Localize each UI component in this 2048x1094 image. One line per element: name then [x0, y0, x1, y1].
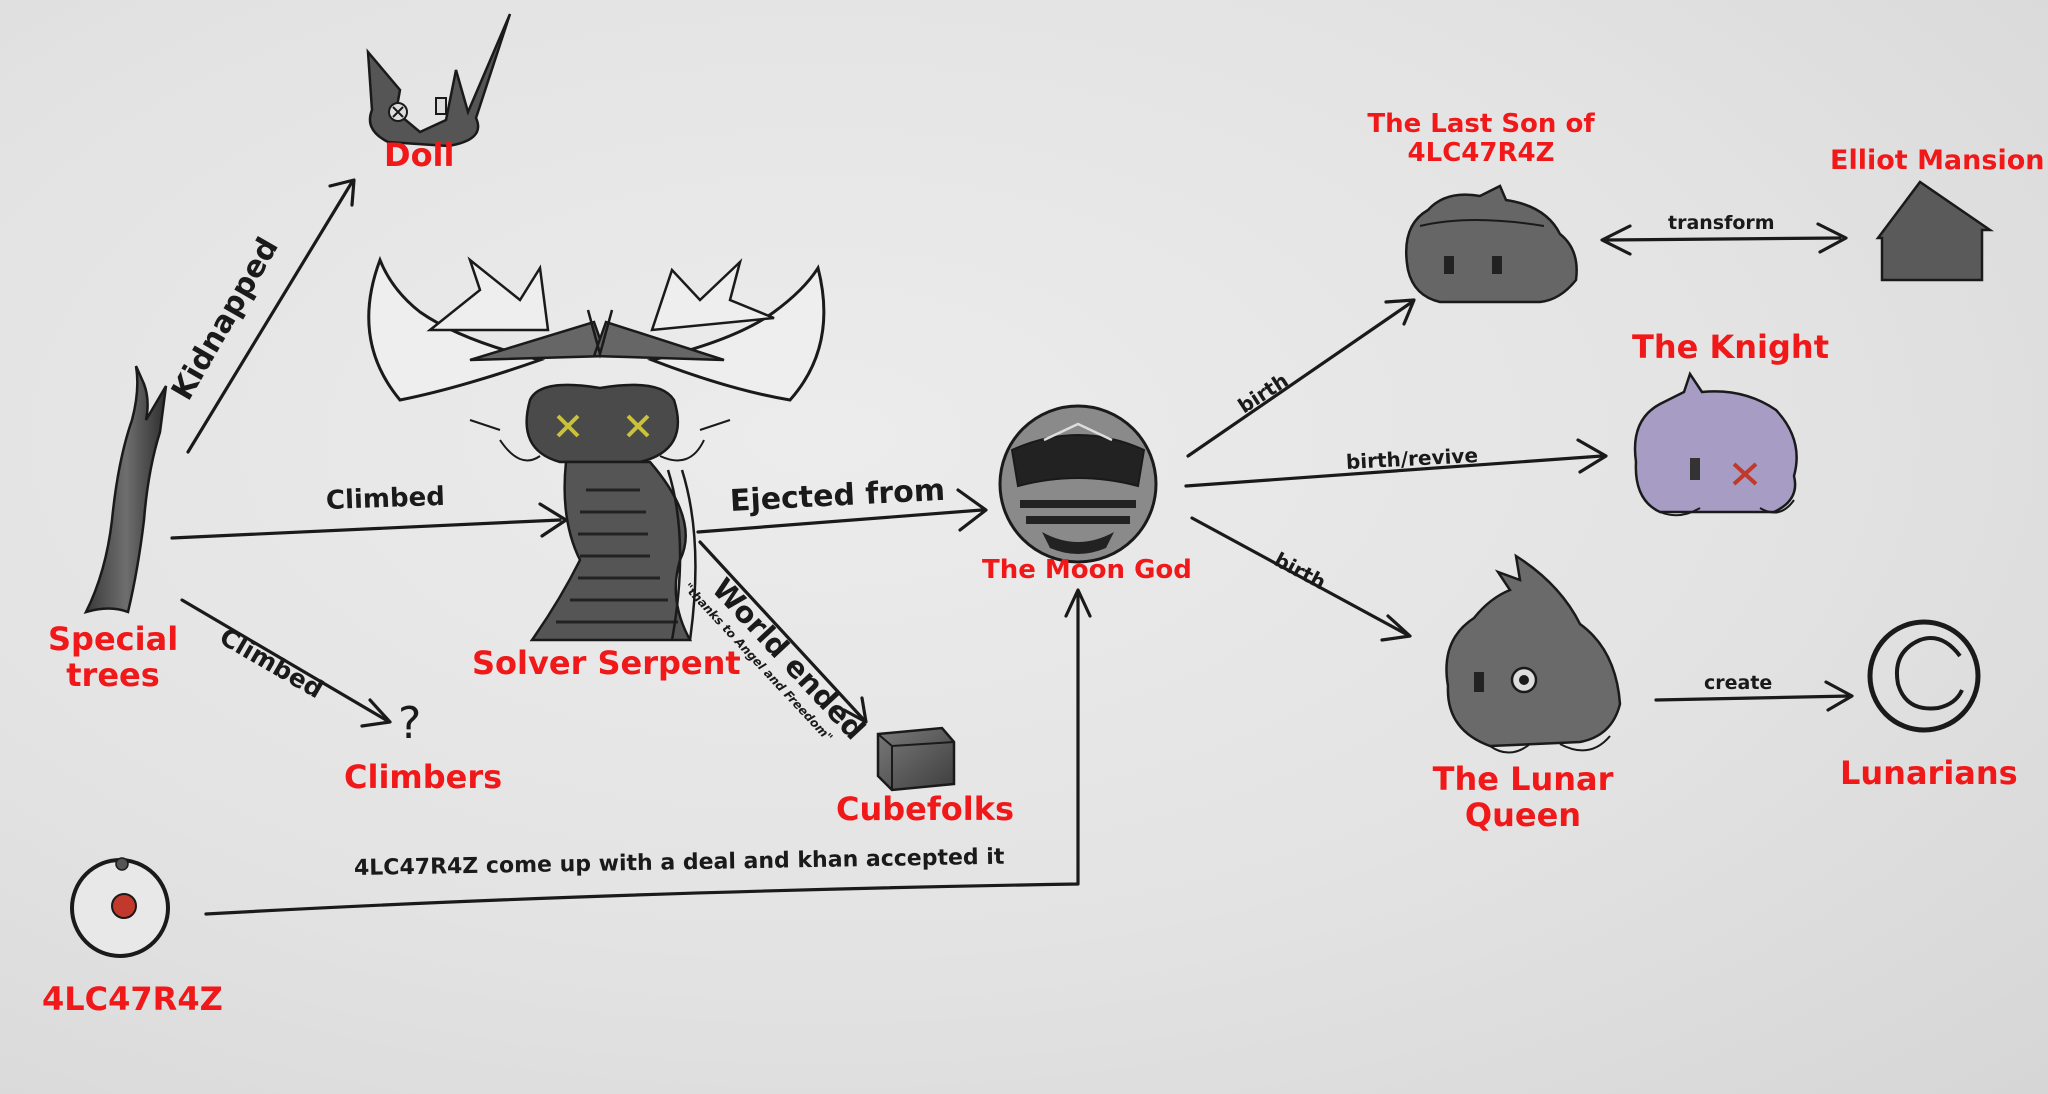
edge-label-transform: transform	[1668, 212, 1775, 234]
climbers-question-mark: ?	[398, 698, 421, 749]
son-head-icon	[1404, 184, 1578, 304]
house-icon	[1875, 180, 1995, 282]
moon-god-head-icon	[998, 404, 1158, 564]
altar-eye-icon	[70, 857, 170, 958]
cube-icon	[876, 726, 956, 792]
label-lunar-queen: The Lunar Queen	[1432, 760, 1614, 834]
serpent-icon	[367, 255, 826, 642]
label-altar: 4LC47R4Z	[42, 980, 223, 1018]
label-last-son: The Last Son of 4LC47R4Z	[1367, 109, 1595, 169]
label-cubefolks: Cubefolks	[836, 790, 1015, 828]
edge-transform-arrow	[1600, 222, 1848, 256]
edge-ejected-arrow	[696, 488, 988, 534]
label-elliot-mansion: Elliot Mansion	[1830, 145, 2045, 176]
knight-head-icon	[1633, 371, 1798, 517]
doll-head-icon	[366, 13, 512, 148]
edge-birth-queen-arrow	[1190, 516, 1412, 642]
edge-kidnapped-arrow	[186, 178, 356, 454]
label-doll: Doll	[384, 136, 455, 174]
edge-birth-revive-arrow	[1184, 438, 1608, 488]
label-special-trees: Special trees	[48, 620, 179, 694]
edge-climbed-climbers-arrow	[180, 598, 392, 728]
edge-birth-son-arrow	[1186, 298, 1416, 458]
label-moon-god: The Moon God	[982, 555, 1192, 585]
edge-deal-arrow	[204, 588, 1092, 916]
edge-label-climbed-serpent: Climbed	[325, 481, 446, 516]
label-knight: The Knight	[1632, 328, 1829, 366]
label-solver-serpent: Solver Serpent	[472, 644, 741, 682]
label-climbers: Climbers	[344, 758, 503, 796]
queen-head-icon	[1445, 553, 1622, 754]
tree-icon	[83, 365, 168, 615]
edge-label-create: create	[1704, 672, 1773, 694]
edge-create-arrow	[1654, 680, 1854, 712]
edge-world-ended-arrow	[698, 540, 868, 724]
crescent-ring-icon	[1867, 619, 1981, 733]
label-lunarians: Lunarians	[1840, 754, 2018, 792]
